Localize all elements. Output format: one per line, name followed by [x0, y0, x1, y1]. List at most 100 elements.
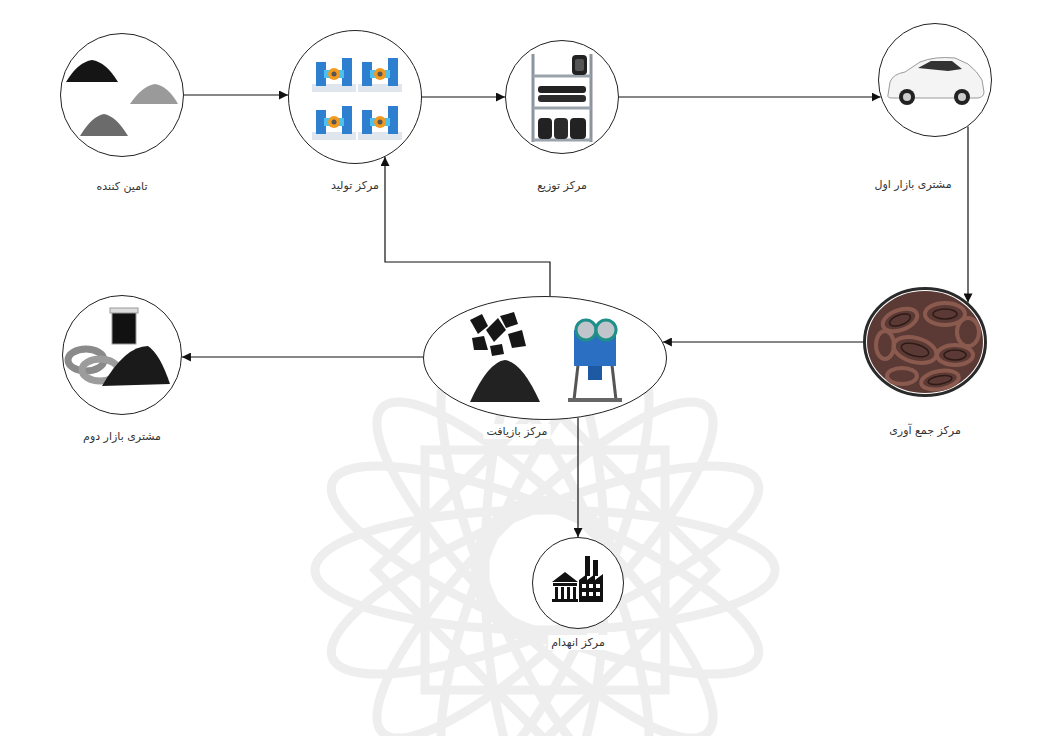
- flow-arrow: [577, 418, 578, 537]
- circle-outline: [60, 33, 184, 157]
- circle-outline: [878, 23, 992, 137]
- secondary-products: [68, 308, 170, 386]
- used-tires: [888, 309, 966, 386]
- watermark-pattern: [315, 510, 775, 630]
- rubber-chunks: [470, 314, 488, 334]
- shredder-machine: [574, 365, 578, 400]
- factory-icon: [573, 587, 576, 599]
- tire-rack: [538, 86, 586, 93]
- crumb-rubber: [470, 360, 540, 402]
- circle-node: مشتری بازار دوم: [62, 295, 182, 415]
- production-machines: [312, 58, 402, 140]
- circle-outline: [506, 41, 619, 154]
- node-label: مشتری بازار دوم: [80, 429, 164, 444]
- factory-icon: [552, 572, 578, 582]
- used-tires: [866, 290, 984, 394]
- circle-ground: [533, 538, 623, 628]
- tire-rack: [554, 118, 568, 139]
- node-label: مرکز بازیافت: [484, 424, 551, 439]
- rubber-chunks: [472, 336, 488, 350]
- circle-outline: [423, 296, 667, 420]
- tire-rack: [538, 118, 552, 139]
- watermark-pattern: [340, 365, 750, 736]
- factory-icon: [589, 584, 593, 588]
- circle-outline: [62, 295, 182, 415]
- powder-piles: [66, 60, 178, 136]
- node-label: مرکز توزیع: [534, 178, 590, 193]
- circle-ground: [424, 297, 666, 628]
- circle-node: تامین کننده: [60, 33, 184, 157]
- used-tires: [937, 345, 973, 365]
- rubber-chunks: [500, 312, 518, 328]
- node-label: مرکز انهدام: [548, 635, 608, 650]
- shredder-machine: [588, 366, 602, 380]
- flow-arrow: [385, 157, 550, 296]
- factory-icon: [593, 560, 598, 576]
- tire-rack: [538, 95, 586, 102]
- flow-arrow: [619, 96, 881, 97]
- tire-rack: [575, 59, 584, 71]
- shredder-machine: [596, 320, 616, 340]
- production-machines: [358, 58, 402, 92]
- circle-outline: [879, 24, 992, 137]
- factory-icon: [589, 592, 593, 596]
- used-tires: [888, 312, 912, 329]
- used-tires: [866, 290, 984, 394]
- car-icon: [888, 58, 984, 106]
- secondary-products: [110, 308, 138, 313]
- rubber-chunks: [490, 344, 504, 356]
- circle-outline: [533, 538, 624, 629]
- circle-outline: [61, 34, 184, 157]
- tire-rack: [590, 54, 593, 142]
- powder-piles: [130, 84, 178, 104]
- circle-outline: [865, 289, 986, 396]
- secondary-products: [102, 346, 170, 386]
- factory-icon: [555, 587, 558, 599]
- factory-icon: [561, 587, 564, 599]
- circle-node: مرکز بازیافت: [423, 296, 667, 420]
- circle-ground: [424, 297, 666, 419]
- rubber-chunks: [470, 312, 526, 356]
- used-tires: [944, 350, 966, 360]
- circle-node: مرکز تولید: [288, 30, 422, 164]
- tire-rack: [570, 118, 586, 139]
- node-label: مرکز جمع آوری: [886, 423, 964, 438]
- watermark-pattern: [340, 365, 750, 736]
- factory-icon: [567, 587, 570, 599]
- circle-node: مرکز توزیع: [505, 40, 619, 154]
- used-tires: [957, 318, 979, 346]
- circle-outline: [532, 537, 624, 629]
- watermark-pattern: [375, 400, 714, 736]
- flow-arrow: [967, 126, 968, 302]
- production-machines: [312, 58, 356, 92]
- production-machines: [358, 106, 402, 140]
- tire-rack: [533, 54, 591, 142]
- circle-outline: [63, 296, 182, 415]
- car-icon: [954, 89, 970, 105]
- factory-icon: [596, 592, 600, 596]
- factory-icon: [553, 583, 577, 586]
- circle-node: مرکز جمع آوری: [863, 287, 987, 397]
- tire-rack: [533, 107, 591, 110]
- factory-icon: [585, 556, 590, 576]
- shredder-machine: [576, 320, 596, 340]
- used-tires: [927, 374, 952, 386]
- circle-outline: [505, 40, 619, 154]
- node-label: مرکز تولید: [328, 178, 382, 193]
- used-tires: [900, 341, 930, 360]
- car-icon: [918, 61, 962, 71]
- car-icon: [958, 93, 966, 101]
- factory-icon: [579, 574, 603, 602]
- watermark-pattern: [425, 450, 665, 690]
- car-icon: [899, 89, 915, 105]
- flow-arrow: [184, 94, 288, 95]
- flow-arrow: [182, 356, 423, 357]
- shredder-machine: [568, 320, 622, 402]
- circle-node: مرکز انهدام: [532, 537, 624, 629]
- flow-arrow: [422, 96, 505, 97]
- car-icon: [903, 93, 911, 101]
- rubber-chunks: [508, 330, 526, 348]
- shredder-machine: [568, 398, 622, 402]
- factory-icon: [552, 599, 578, 602]
